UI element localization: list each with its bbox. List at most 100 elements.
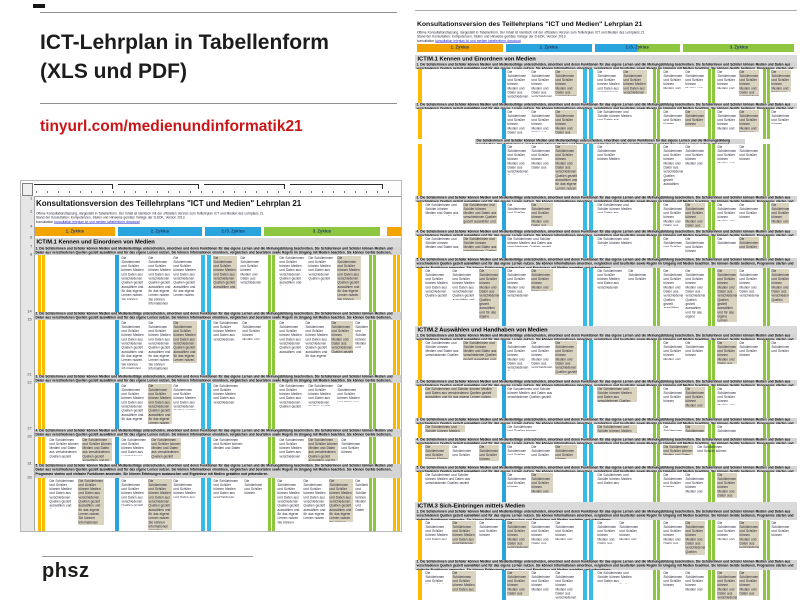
competence-cell-text: Die Schülerinnen und Schüler können Medi… — [173, 321, 196, 363]
competence-cell-text: Die Schülerinnen und Schüler können Medi… — [531, 203, 551, 226]
competence-cell-text: Die Schülerinnen und Schüler können Medi… — [555, 145, 578, 190]
cycle-color-bar — [207, 255, 211, 312]
cycle-color-bar — [583, 444, 587, 466]
competence-cell-text: Die Schülerinnen und Schüler können Medi… — [771, 203, 790, 224]
competence-cell: Die Schülerinnen und Schüler können Medi… — [739, 145, 759, 160]
competence-cell: Die Schülerinnen und Schüler können Medi… — [452, 521, 476, 544]
competence-cell-text: Die Schülerinnen und Schüler können Medi… — [663, 145, 684, 185]
cycle-color-bar — [418, 472, 422, 502]
competence-cell-text: Die Schülerinnen und Schüler können Medi… — [507, 269, 529, 297]
competence-cell-text: Die Schülerinnen und Schüler können Medi… — [531, 70, 553, 97]
competence-cell-text: Die Schülerinnen und Schüler können Medi… — [82, 438, 112, 461]
competence-cell: Die Schülerinnen und Schüler können Medi… — [213, 321, 239, 342]
cycle-color-bar — [708, 202, 711, 230]
competence-cell: Die Schülerinnen und Schüler können Medi… — [771, 521, 790, 536]
row-number: 8 — [29, 253, 32, 257]
cycle-color-bar — [272, 437, 275, 464]
competence-cell-text: Die Schülerinnen und Schüler können Medi… — [425, 473, 471, 484]
cycle-band-label: 1. Zyklus — [65, 229, 84, 234]
competence-cell: Die Schülerinnen und Schüler können Medi… — [531, 521, 553, 544]
competence-cell-text: Die Schülerinnen und Schüler können Medi… — [507, 145, 529, 175]
competence-cell-text: Die Schülerinnen und Schüler können Medi… — [685, 237, 705, 253]
cycle-color-bar — [502, 202, 506, 230]
cycle-band-b1: 1. Zyklus — [34, 227, 115, 236]
section-header-label: ICT/M.2 Auswählen und Handhaben von Medi… — [417, 327, 548, 333]
cycle-color-bar — [115, 255, 119, 312]
competence-cell: Die Schülerinnen und Schüler können Medi… — [479, 521, 499, 536]
competence-cell: Die Schülerinnen und Schüler können Medi… — [507, 445, 529, 455]
cycle-band-label: 2. Zyklus — [539, 45, 559, 51]
competence-body-row: Die Schülerinnen und Schüler können Medi… — [34, 320, 401, 375]
competence-cell: Die Schülerinnen und Schüler können Medi… — [279, 438, 305, 458]
cycle-color-bar — [767, 386, 770, 418]
cycle-color-bar — [201, 478, 205, 531]
cycle-color-bar — [708, 109, 711, 139]
cycle-color-bar — [589, 472, 593, 502]
competence-cell-text: Die Schülerinnen und Schüler können Medi… — [308, 438, 338, 461]
competence-cell-text: Die Schülerinnen und Schüler können Medi… — [771, 341, 790, 352]
competence-cell: Die Schülerinnen und Schüler können Medi… — [663, 473, 683, 487]
competence-cell: Die Schülerinnen und Schüler können Medi… — [479, 269, 499, 319]
cycle-color-bar — [397, 478, 400, 531]
cycle-band-b2: 2. Zyklus — [118, 227, 202, 236]
competence-cell-text: Die Schülerinnen und Schüler können Medi… — [597, 70, 620, 92]
cycle-color-bar — [418, 202, 422, 230]
cycle-color-bar — [272, 320, 275, 375]
competence-cell: Die Schülerinnen und Schüler können Medi… — [148, 321, 172, 371]
competence-cell: Die Schülerinnen und Schüler können Medi… — [507, 521, 529, 548]
competence-cell: Die Schülerinnen und Schüler können Medi… — [479, 445, 499, 461]
cycle-color-bar — [393, 255, 396, 312]
cycle-color-bar — [502, 236, 506, 258]
cycle-color-bar — [42, 320, 45, 375]
section-header: ICT/M.1 Kennen und Einordnen von Medien — [34, 238, 401, 247]
cycle-color-bar — [653, 520, 656, 560]
cycle-color-bar — [115, 320, 119, 375]
competence-cell: Die Schülerinnen und Schüler können Medi… — [531, 269, 553, 291]
row-header: 1. Die Schülerinnen und Schüler können M… — [415, 334, 797, 340]
row-header: 1. Die Schülerinnen und Schüler können M… — [415, 63, 797, 69]
cycle-color-bar — [373, 478, 376, 531]
competence-cell-text: Die Schülerinnen und Schüler können Medi… — [213, 384, 239, 404]
competence-cell: Die Schülerinnen und Schüler können Medi… — [240, 256, 262, 284]
competence-cell: Die Schülerinnen und Schüler können Medi… — [173, 321, 197, 363]
competence-cell: Die Schülerinnen und Schüler können Medi… — [121, 321, 145, 369]
competence-cell: Die Schülerinnen und Schüler können Medi… — [555, 521, 577, 540]
competence-cell-text: Die Schülerinnen und Schüler können Medi… — [244, 479, 263, 495]
competence-cell-text: Die Schülerinnen und Schüler können Medi… — [739, 70, 760, 96]
competence-cell: Die Schülerinnen und Schüler können Medi… — [452, 571, 476, 592]
cycle-color-bar — [369, 478, 372, 531]
competence-cell: Die Schülerinnen und Schüler können Medi… — [685, 341, 705, 356]
competence-cell-text: Die Schülerinnen und Schüler können Medi… — [663, 341, 683, 360]
cycle-color-bar — [502, 520, 506, 560]
competence-cell: Die Schülerinnen und Schüler können Medi… — [531, 203, 553, 226]
competence-cell-text: Die Schülerinnen und Schüler können Medi… — [507, 425, 537, 431]
competence-cell-text: Die Schülerinnen und Schüler können Medi… — [121, 384, 144, 421]
cycle-color-bar — [373, 383, 376, 429]
section-header-label: ICT/M.1 Kennen und Einordnen von Medien — [417, 56, 536, 62]
competence-cell-text: Die Schülerinnen und Schüler können Medi… — [739, 110, 759, 132]
competence-cell-text: Die Schülerinnen und Schüler können Medi… — [771, 521, 790, 536]
competence-cell-text: Die Schülerinnen und Schüler können Medi… — [685, 521, 706, 555]
cycle-color-bar — [502, 268, 506, 326]
cycle-color-bar — [712, 472, 715, 502]
competence-body-row: Die Schülerinnen und Schüler können Medi… — [415, 202, 797, 230]
competence-cell-text: Die Schülerinnen und Schüler können Medi… — [329, 479, 352, 522]
competence-cell: Die Schülerinnen und Schüler können Medi… — [717, 110, 737, 130]
competence-cell-text: Die Schülerinnen und Schüler können Medi… — [697, 445, 727, 453]
row-header-text: 4. Die Schülerinnen und Schüler können M… — [35, 429, 393, 437]
competence-cell: Die Schülerinnen und Schüler können Medi… — [355, 479, 369, 511]
competence-cell: Die Schülerinnen und Schüler können Medi… — [355, 321, 369, 348]
row-header-text: 3. Die Schülerinnen und Schüler können M… — [416, 196, 794, 202]
competence-body-row: Die Schülerinnen und Schüler können Medi… — [415, 570, 797, 600]
competence-cell: Die Schülerinnen und Schüler können Medi… — [329, 479, 353, 522]
competence-cell: Die Schülerinnen und Schüler können Medi… — [507, 70, 529, 99]
tinyurl-link[interactable]: tinyurl.com/medienundinformatik21 — [40, 118, 303, 135]
cycle-color-bar — [272, 255, 275, 312]
doc-hyperlink[interactable]: konsultation lehrplan ict und medien tab… — [54, 220, 140, 224]
competence-cell-text: Die Schülerinnen und Schüler können Medi… — [717, 473, 737, 498]
competence-body-row: Die Schülerinnen und Schüler können Medi… — [415, 444, 797, 466]
doc-hyperlink[interactable]: konsultation lehrplan ict und medien tab… — [435, 39, 521, 43]
cycle-color-bar — [708, 386, 711, 418]
competence-cell: Die Schülerinnen und Schüler können Medi… — [685, 237, 705, 253]
row-header: 2. Die Schülerinnen und Schüler können M… — [415, 103, 797, 109]
